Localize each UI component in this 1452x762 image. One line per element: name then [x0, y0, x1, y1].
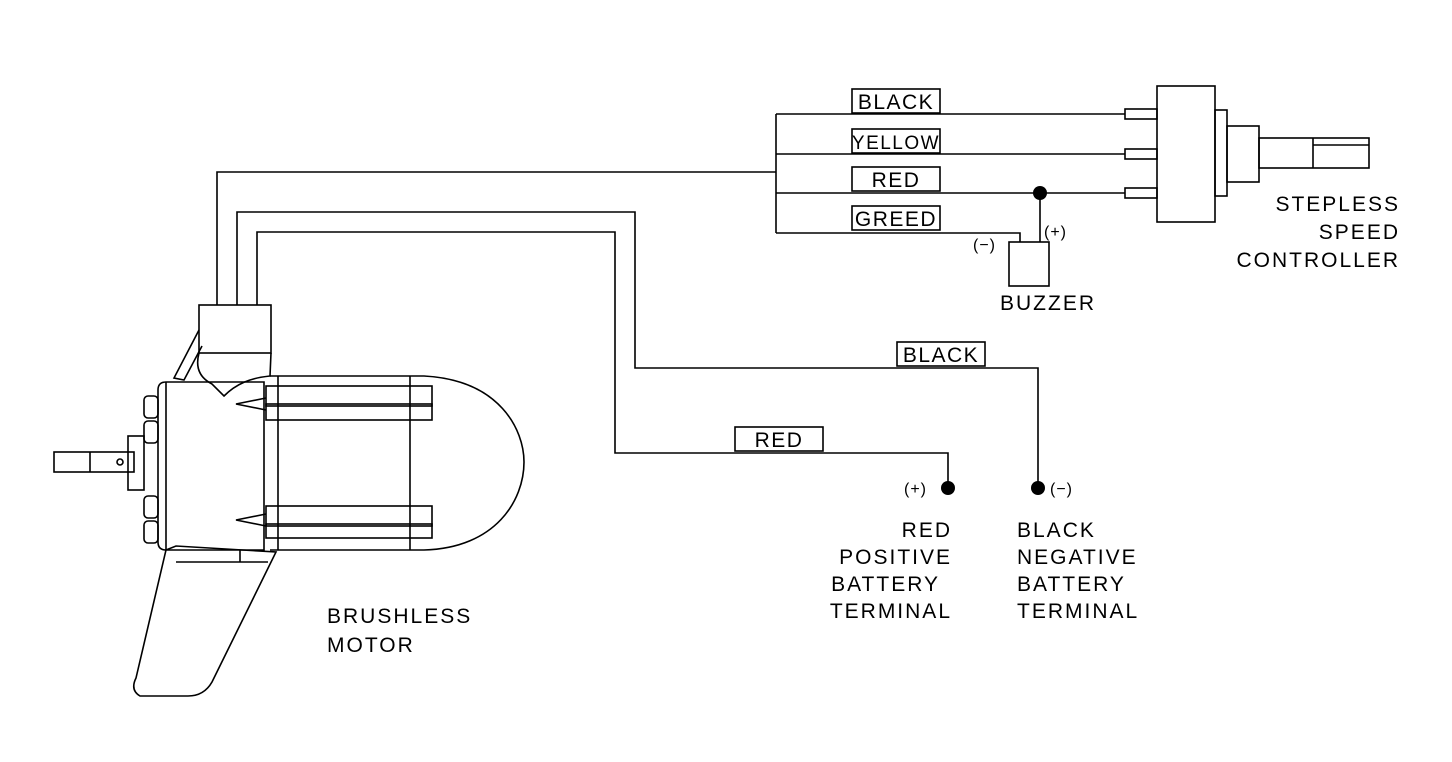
positive-terminal-label-line2: POSITIVE	[839, 546, 952, 569]
motor-shaft-pin	[116, 458, 124, 466]
motor-bolt-top-2	[143, 420, 159, 444]
motor-label-line1: BRUSHLESS	[327, 605, 472, 628]
speed-controller: STEPLESS SPEED CONTROLLER	[1124, 85, 1400, 272]
negative-terminal-label-line1: BLACK	[1017, 519, 1096, 542]
brushless-motor: BRUSHLESS MOTOR	[53, 304, 525, 697]
motor-bolt-bottom-2	[143, 520, 159, 544]
negative-terminal-label-line2: NEGATIVE	[1017, 546, 1138, 569]
motor-shaft	[53, 451, 135, 473]
controller-pin-1	[1124, 108, 1158, 120]
motor-tie-rod-top	[265, 385, 433, 407]
wire-red-battery-inner	[256, 231, 949, 488]
wire-tag-controller-black: BLACK	[851, 88, 941, 114]
buzzer: (−) (+) BUZZER	[973, 224, 1096, 315]
negative-terminal-polarity: (−)	[1050, 481, 1073, 498]
wire-tag-controller-yellow-text: YELLOW	[852, 133, 940, 154]
motor-spike-top	[235, 397, 267, 411]
buzzer-positive-label: (+)	[1044, 224, 1067, 241]
controller-label-line3: CONTROLLER	[1236, 249, 1400, 272]
wire-tag-controller-black-text: BLACK	[858, 91, 934, 114]
motor-front-housing	[157, 381, 265, 551]
motor-bolt-top-1	[143, 395, 159, 419]
wire-tag-controller-green-text: GREED	[855, 208, 937, 231]
motor-rear-bell	[270, 375, 525, 551]
motor-label-line2: MOTOR	[327, 634, 415, 657]
motor-tie-rod-bottom	[265, 505, 433, 527]
wire-tag-battery-red: RED	[734, 426, 824, 452]
positive-terminal-label-line3: BATTERY	[831, 573, 940, 596]
motor-spike-bottom	[235, 513, 267, 527]
positive-terminal-dot	[941, 481, 955, 495]
buzzer-label: BUZZER	[1000, 292, 1096, 315]
wire-tag-controller-green: GREED	[851, 205, 941, 231]
wire-tag-battery-red-text: RED	[755, 429, 804, 452]
wire-tag-battery-black: BLACK	[896, 341, 986, 367]
controller-label-line1: STEPLESS	[1275, 193, 1400, 216]
motor-tie-rod-bottom-inner	[265, 523, 433, 539]
motor-bolt-bottom-1	[143, 495, 159, 519]
negative-terminal-dot	[1031, 481, 1045, 495]
controller-body	[1156, 85, 1216, 223]
motor-fin	[132, 545, 278, 697]
wire-green-controller	[776, 232, 1021, 242]
wire-tag-controller-red: RED	[851, 166, 941, 192]
negative-terminal-label-line4: TERMINAL	[1017, 600, 1139, 623]
buzzer-body	[1008, 241, 1050, 287]
positive-terminal-label-line1: RED	[902, 519, 952, 542]
controller-pin-3	[1124, 187, 1158, 199]
motor-cable-gland	[198, 304, 272, 354]
negative-terminal-label-line3: BATTERY	[1017, 573, 1126, 596]
wire-tag-battery-black-text: BLACK	[903, 344, 979, 367]
wire-red-battery	[236, 211, 1039, 488]
junction-dot	[1033, 186, 1047, 200]
controller-collar	[1226, 125, 1260, 183]
wire-harness	[216, 113, 1125, 488]
wire-tag-controller-yellow: YELLOW	[851, 128, 941, 154]
motor-mount-bracket	[172, 329, 203, 381]
positive-terminal-label-line4: TERMINAL	[830, 600, 952, 623]
wire-tag-controller-red-text: RED	[872, 169, 921, 192]
motor-shaft-collar	[127, 435, 145, 491]
controller-shaft	[1258, 137, 1370, 169]
positive-terminal-polarity: (+)	[904, 481, 927, 498]
motor-gland-neck	[196, 352, 272, 398]
buzzer-negative-label: (−)	[973, 237, 996, 254]
controller-label-line2: SPEED	[1319, 221, 1400, 244]
controller-flange	[1214, 109, 1228, 197]
controller-cable	[216, 171, 776, 305]
controller-pin-2	[1124, 148, 1158, 160]
motor-tie-rod-top-inner	[265, 403, 433, 421]
negative-battery-terminal: (−) BLACK NEGATIVE BATTERY TERMINAL	[1017, 481, 1139, 623]
positive-battery-terminal: (+) RED POSITIVE BATTERY TERMINAL	[830, 481, 955, 623]
